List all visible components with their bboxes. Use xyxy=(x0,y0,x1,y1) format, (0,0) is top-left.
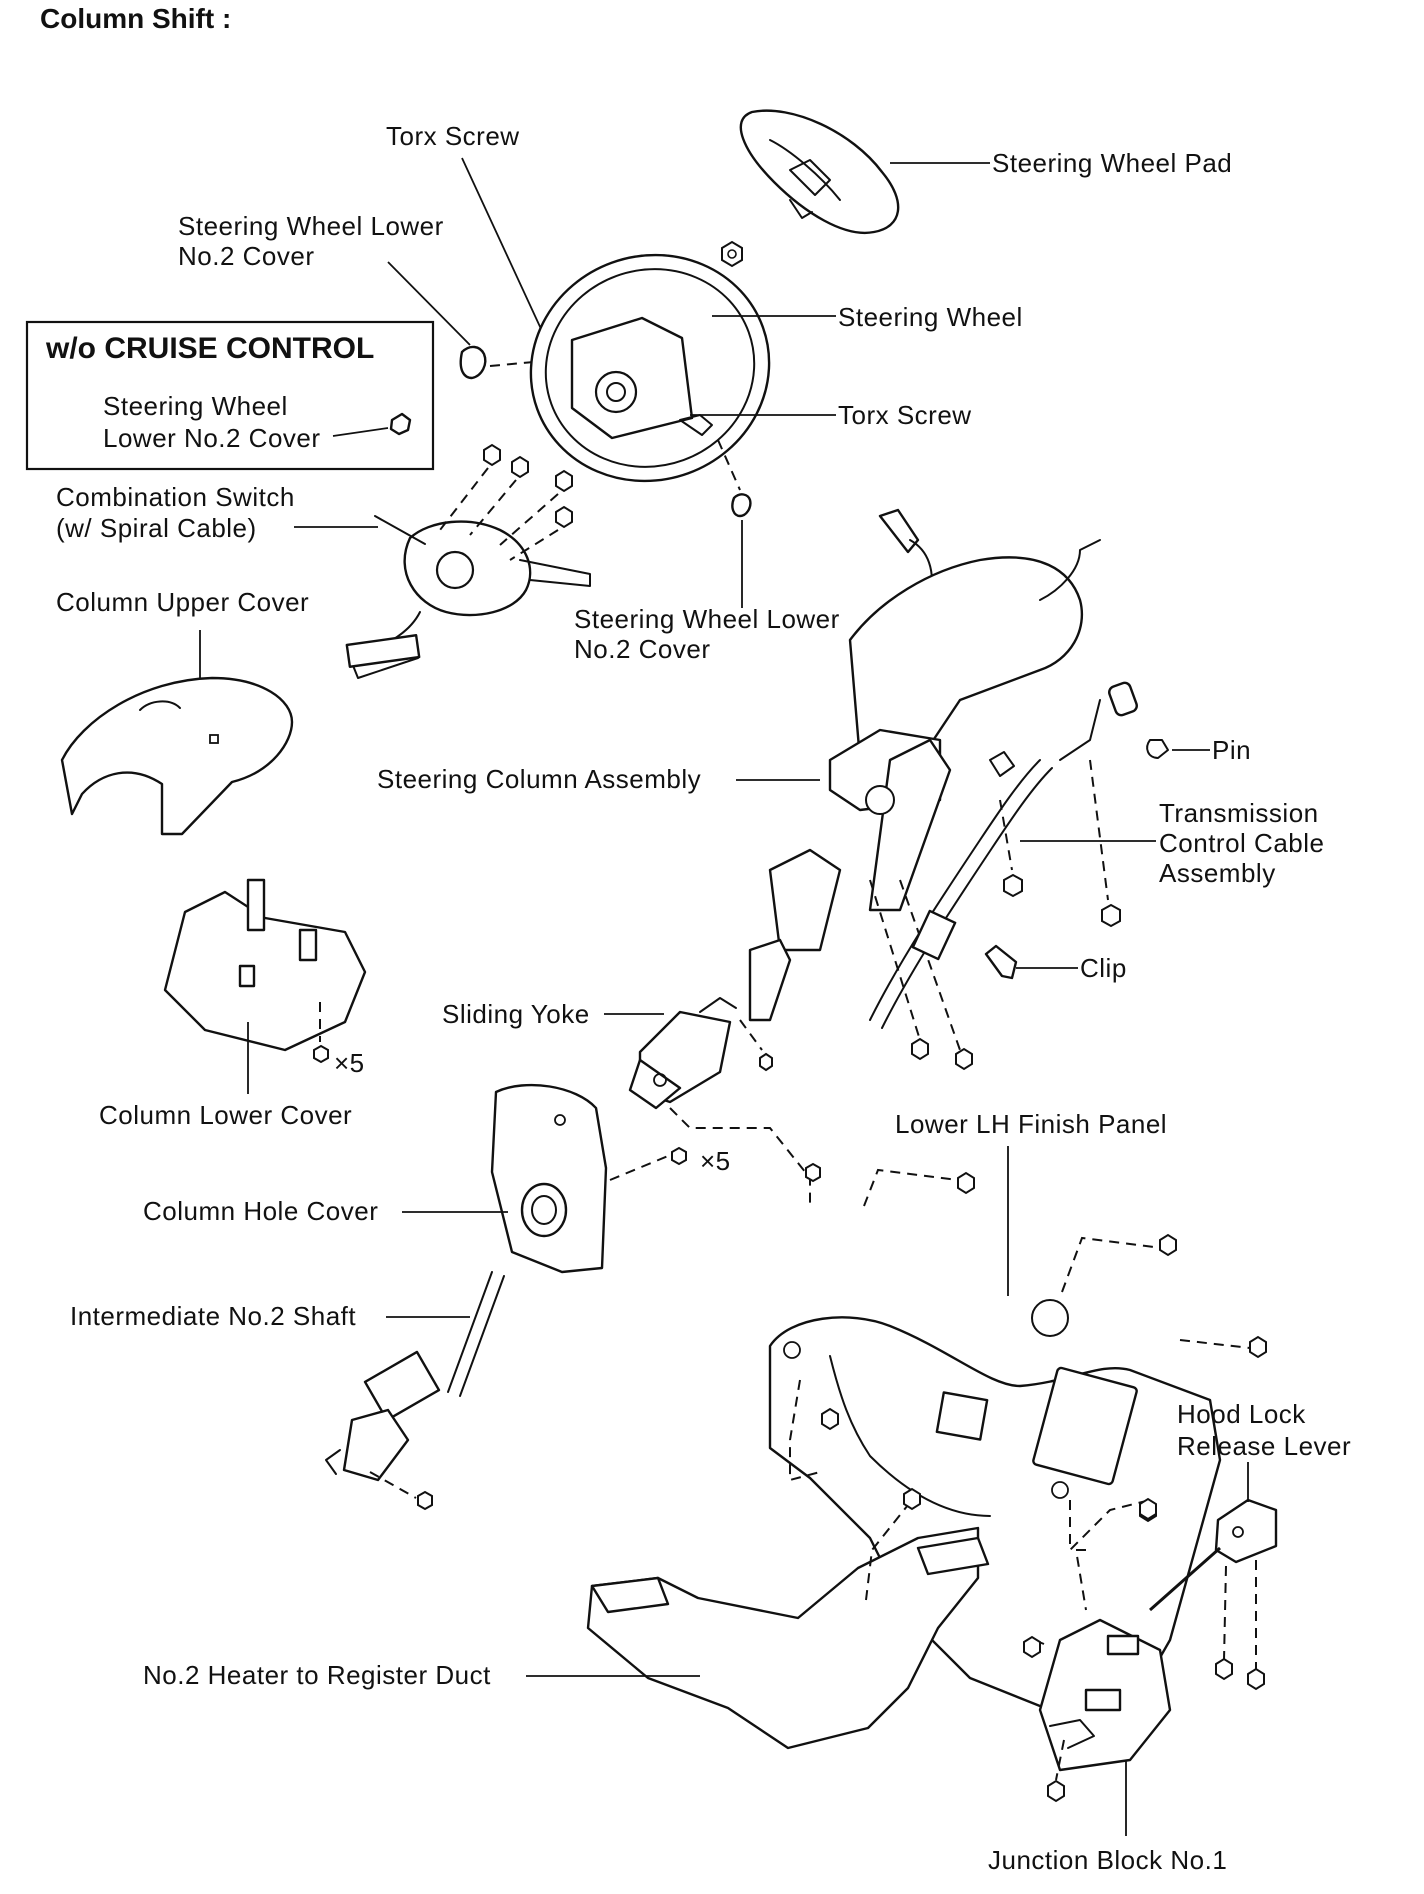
label-intermediate-shaft: Intermediate No.2 Shaft xyxy=(70,1301,356,1331)
hole-cover-screw xyxy=(671,1146,687,1166)
label-heater-duct: No.2 Heater to Register Duct xyxy=(143,1660,491,1690)
inset-box-no-cruise-control: w/o CRUISE CONTROL Steering Wheel Lower … xyxy=(25,320,435,471)
shaft-bolt xyxy=(417,1490,433,1511)
jb-bolt-top xyxy=(1139,1497,1157,1521)
pin-part xyxy=(1146,739,1169,759)
label-column-hole-cover: Column Hole Cover xyxy=(143,1196,378,1226)
label-pin: Pin xyxy=(1212,735,1251,765)
label-qty-x5-hole: ×5 xyxy=(700,1146,731,1176)
label-combination-switch-line2: (w/ Spiral Cable) xyxy=(56,513,257,543)
label-hood-lock-line1: Hood Lock xyxy=(1177,1399,1306,1429)
label-transmission-line1: Transmission xyxy=(1159,798,1319,828)
sliding-yoke-part xyxy=(628,997,737,1110)
label-transmission-line2: Control Cable xyxy=(1159,828,1324,858)
label-clip: Clip xyxy=(1080,953,1127,983)
label-hood-lock-line2: Release Lever xyxy=(1177,1431,1351,1461)
label-steering-wheel-pad: Steering Wheel Pad xyxy=(992,148,1232,178)
sw-lower-cover-clip-b xyxy=(731,493,752,518)
column-hole-cover-part xyxy=(490,1083,608,1274)
inset-label-line1: Steering Wheel xyxy=(103,391,288,421)
transmission-control-cable-part xyxy=(869,681,1138,1029)
panel-bolt-b xyxy=(1159,1233,1177,1257)
yoke-bolt-b xyxy=(805,1162,821,1183)
jb-bolt-bottom xyxy=(1047,1779,1065,1803)
panel-bolt-a xyxy=(957,1171,975,1195)
label-steering-wheel: Steering Wheel xyxy=(838,302,1023,332)
lever-bolt-b xyxy=(1247,1667,1265,1691)
label-combination-switch-line1: Combination Switch xyxy=(56,482,295,512)
label-sw-lower-cover-b-line1: Steering Wheel Lower xyxy=(574,604,840,634)
panel-bolt-c xyxy=(1249,1335,1267,1359)
label-column-upper-cover: Column Upper Cover xyxy=(56,587,309,617)
hood-lock-release-lever-part xyxy=(1149,1498,1278,1612)
label-sw-lower-cover-b-line2: No.2 Cover xyxy=(574,634,711,664)
steering-column-assembly-part xyxy=(748,508,1101,1022)
lever-bolt-a xyxy=(1215,1657,1233,1681)
column-upper-cover-part xyxy=(60,676,294,836)
steering-wheel-part xyxy=(529,253,771,483)
diagram-title: Column Shift : xyxy=(40,3,231,34)
lower-lh-finish-panel-part xyxy=(768,1299,1222,1720)
combination-switch-screws xyxy=(439,443,573,561)
column-bolt-a xyxy=(911,1037,929,1061)
label-sliding-yoke: Sliding Yoke xyxy=(442,999,590,1029)
lower-cover-screw xyxy=(313,1044,329,1064)
intermediate-shaft-part xyxy=(325,1271,505,1482)
duct-bolt xyxy=(903,1487,921,1511)
steering-wheel-pad-part xyxy=(739,109,900,235)
inset-cover-clip-part xyxy=(389,412,412,436)
label-junction-block: Junction Block No.1 xyxy=(988,1845,1227,1875)
inset-box-title: w/o CRUISE CONTROL xyxy=(45,332,374,365)
label-transmission-line3: Assembly xyxy=(1159,858,1276,888)
inset-label-line2: Lower No.2 Cover xyxy=(103,423,321,453)
cable-nut-b xyxy=(1101,903,1121,928)
yoke-bolt-a xyxy=(759,1052,773,1072)
junction-block-part xyxy=(1038,1618,1172,1772)
label-steering-column-assembly: Steering Column Assembly xyxy=(377,764,701,794)
label-torx-screw-top: Torx Screw xyxy=(386,121,520,151)
label-qty-x5-lower: ×5 xyxy=(334,1048,365,1078)
combination-switch-part xyxy=(345,515,591,679)
cable-nut-a xyxy=(1003,873,1023,898)
hex-nut-part xyxy=(721,240,743,268)
label-lower-lh-finish-panel: Lower LH Finish Panel xyxy=(895,1109,1167,1139)
column-lower-cover-part xyxy=(163,878,367,1052)
heater-duct-part xyxy=(586,1526,990,1750)
jb-bolt-left xyxy=(1023,1635,1041,1659)
label-sw-lower-cover-a-line2: No.2 Cover xyxy=(178,241,315,271)
clip-part xyxy=(984,944,1018,980)
label-column-lower-cover: Column Lower Cover xyxy=(99,1100,352,1130)
sw-lower-cover-clip-a xyxy=(459,345,487,380)
column-bolt-b xyxy=(955,1047,973,1071)
label-torx-screw-right: Torx Screw xyxy=(838,400,972,430)
label-sw-lower-cover-a-line1: Steering Wheel Lower xyxy=(178,211,444,241)
panel-bolt-d xyxy=(821,1407,839,1431)
